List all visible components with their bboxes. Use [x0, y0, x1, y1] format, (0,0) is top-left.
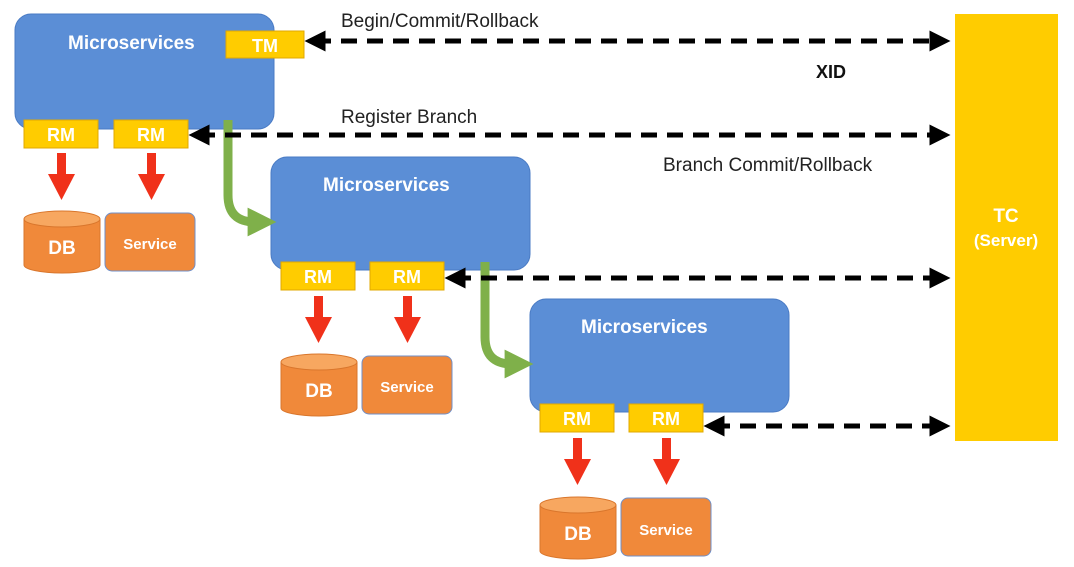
green-call-arrow-1 — [223, 120, 277, 237]
rm-tag-2b — [369, 261, 445, 291]
green-call-arrow-2 — [480, 262, 534, 379]
db-label-1: DB — [48, 238, 75, 259]
rm-tag-1b — [113, 119, 189, 149]
microservice-label-2: Microservices — [323, 175, 450, 196]
xid-label: XID — [816, 62, 846, 82]
red-arrow-1b — [138, 153, 165, 200]
service-label-1: Service — [123, 236, 176, 253]
red-arrow-3b — [653, 438, 680, 485]
db-cylinder-1 — [23, 210, 101, 274]
service-label-2: Service — [380, 379, 433, 396]
rm-label-1b: RM — [137, 125, 165, 145]
begin-commit-rollback-label: Begin/Commit/Rollback — [341, 11, 539, 32]
microservice-box-3 — [529, 298, 790, 413]
db-label-3: DB — [564, 524, 591, 545]
db-cylinder-3 — [539, 496, 617, 560]
rm-tag-1a — [23, 119, 99, 149]
tc-subtitle: (Server) — [974, 231, 1038, 250]
rm-tag-3a — [539, 403, 615, 433]
red-arrow-2b — [394, 296, 421, 343]
rm-label-3b: RM — [652, 409, 680, 429]
rm-tag-3b — [628, 403, 704, 433]
db-label-2: DB — [305, 381, 332, 402]
service-box-1 — [104, 212, 196, 272]
tm-label: TM — [252, 36, 278, 56]
service-label-3: Service — [639, 522, 692, 539]
red-arrow-2a — [305, 296, 332, 343]
branch-commit-rollback-label: Branch Commit/Rollback — [663, 155, 873, 176]
microservice-label-1: Microservices — [68, 33, 195, 54]
rm-label-3a: RM — [563, 409, 591, 429]
db-cylinder-2 — [280, 353, 358, 417]
rm-tag-2a — [280, 261, 356, 291]
service-box-3 — [620, 497, 712, 557]
red-arrow-1a — [48, 153, 75, 200]
red-arrow-3a — [564, 438, 591, 485]
tc-title: TC — [993, 206, 1019, 227]
rm-label-2a: RM — [304, 267, 332, 287]
tm-tag — [225, 30, 305, 59]
microservice-box-2 — [270, 156, 531, 271]
rm-label-2b: RM — [393, 267, 421, 287]
rm-label-1a: RM — [47, 125, 75, 145]
service-box-2 — [361, 355, 453, 415]
tc-server-bar — [955, 14, 1058, 441]
microservice-label-3: Microservices — [581, 317, 708, 338]
register-branch-label: Register Branch — [341, 107, 477, 128]
